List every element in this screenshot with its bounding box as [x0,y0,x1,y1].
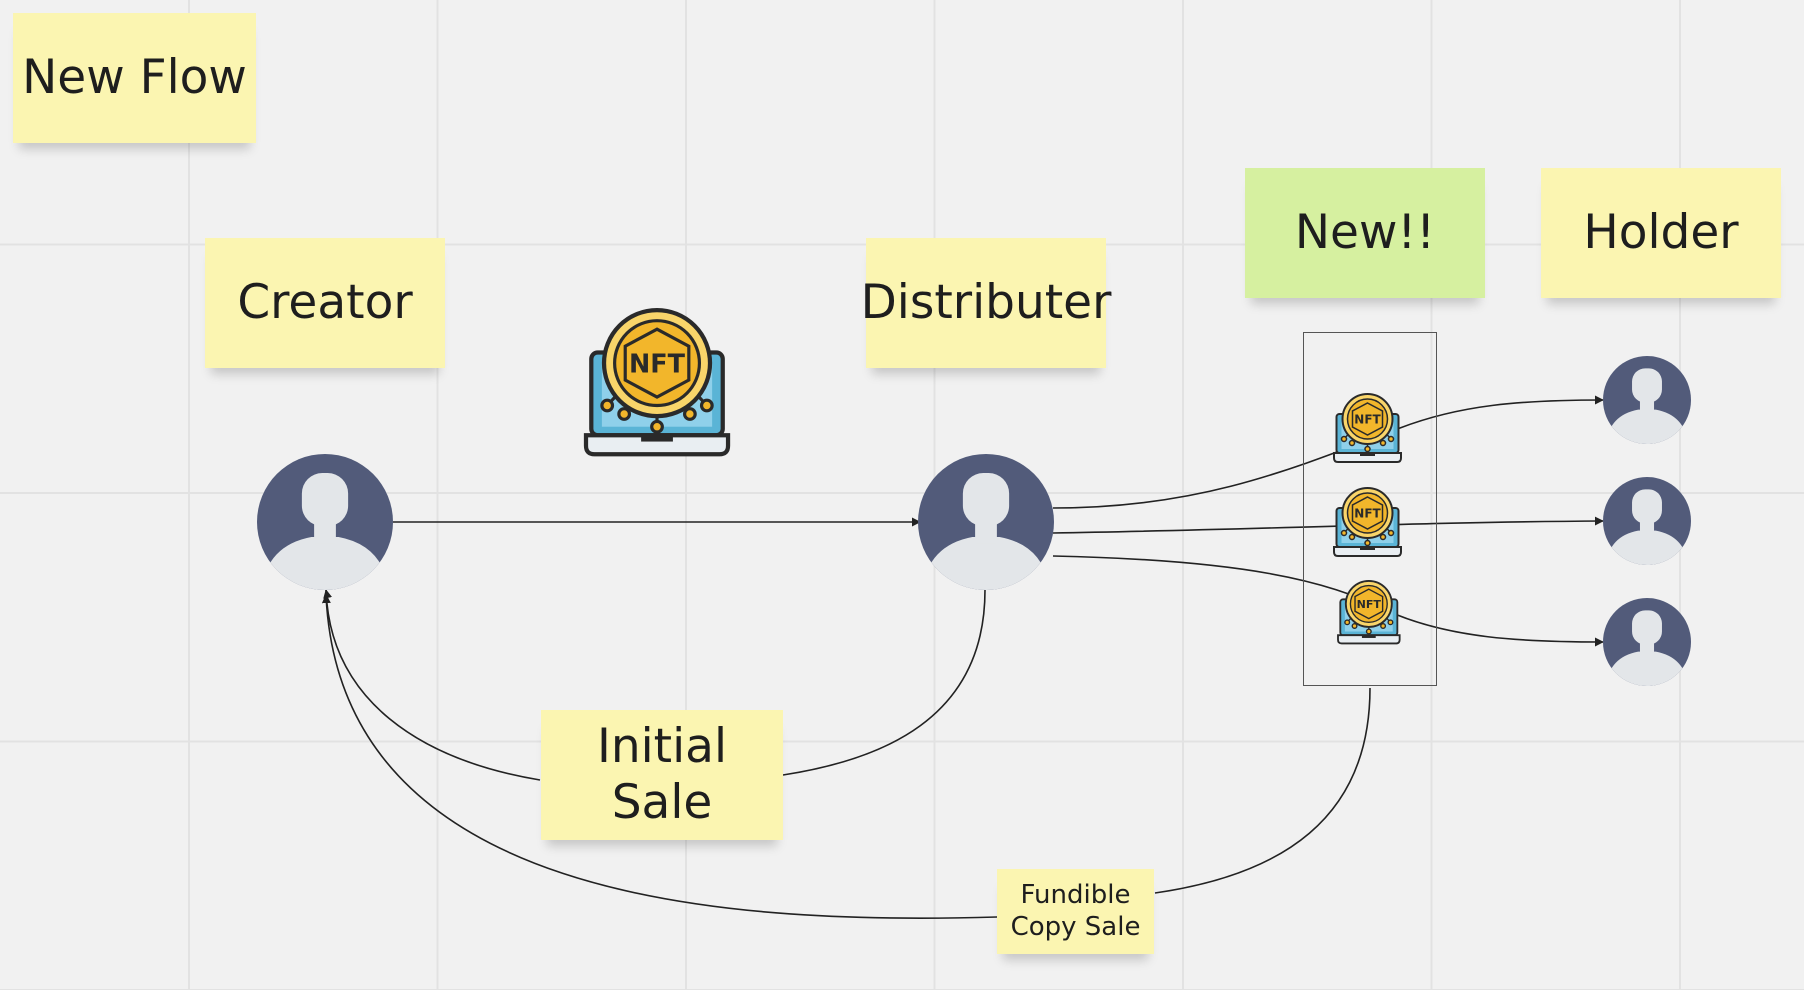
sticky-new-flow-text: New Flow [22,49,247,105]
holder-2-avatar-icon [1603,477,1691,569]
sticky-new-text: New!! [1294,204,1436,260]
sticky-creator-text: Creator [237,274,413,330]
sticky-fundible-copy-sale[interactable]: Fundible Copy Sale [997,869,1154,954]
new-nft-group-frame[interactable] [1303,332,1437,686]
sticky-initial-sale[interactable]: Initial Sale [541,710,783,840]
sticky-distributer-text: Distributer [860,274,1112,330]
sticky-distributer[interactable]: Distributer [861,238,1111,368]
sticky-holder-text: Holder [1583,204,1739,260]
sticky-creator[interactable]: Creator [205,238,445,368]
edge-initial-sale [325,589,986,781]
sticky-holder[interactable]: Holder [1541,168,1781,298]
distributer-avatar-icon [918,454,1054,597]
holder-1-avatar-icon [1603,356,1691,448]
sticky-new-flow[interactable]: New Flow [13,13,256,143]
creator-avatar-icon [257,454,393,597]
nft-laptop-icon [586,310,728,454]
holder-3-avatar-icon [1603,598,1691,690]
sticky-fundible-copy-sale-text: Fundible Copy Sale [1010,880,1141,942]
edge-fundible-copy-sale [326,595,1371,919]
edge-to-holder-2 [1052,516,1604,534]
sticky-new[interactable]: New!! [1245,168,1485,298]
sticky-initial-sale-text: Initial Sale [596,718,728,830]
